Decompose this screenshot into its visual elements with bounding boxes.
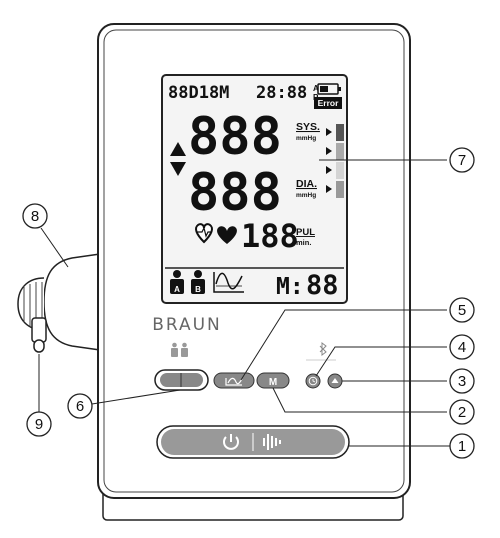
systolic-value: 888 bbox=[188, 107, 282, 167]
user-a-icon bbox=[170, 270, 184, 294]
callout-4-label: 4 bbox=[458, 339, 466, 356]
bluetooth-icon bbox=[319, 342, 327, 356]
heart-icon bbox=[217, 226, 237, 244]
lcd-display: 88D18M 28:88 A P Error 888 888 SYS. mmHg… bbox=[161, 74, 348, 304]
callout-1-label: 1 bbox=[458, 438, 466, 455]
callout-5-label: 5 bbox=[458, 302, 466, 319]
sys-label: SYS. bbox=[296, 121, 320, 133]
callout-markers bbox=[22, 147, 475, 459]
memory-label: M: bbox=[276, 274, 304, 300]
callout-8 bbox=[22, 203, 48, 229]
dia-label: DIA. bbox=[296, 178, 317, 190]
error-indicator bbox=[314, 97, 342, 109]
error-label: Error bbox=[318, 98, 339, 108]
start-stop-button[interactable] bbox=[156, 425, 350, 459]
arrow-up-icon bbox=[170, 142, 186, 156]
callout-3-label: 3 bbox=[458, 373, 466, 390]
lcd-date: 88D18M bbox=[168, 83, 229, 103]
power-icon bbox=[223, 436, 239, 450]
user-a-label: A bbox=[174, 285, 180, 294]
pul-unit: min. bbox=[296, 238, 311, 247]
pul-label: PUL bbox=[296, 227, 315, 238]
battery-icon bbox=[317, 83, 341, 95]
user-b-label: B bbox=[195, 285, 201, 294]
callout-6 bbox=[67, 393, 93, 419]
callout-5 bbox=[449, 297, 475, 323]
cuff-connector bbox=[17, 253, 101, 353]
callout-3 bbox=[449, 368, 475, 394]
callout-2-label: 2 bbox=[458, 404, 466, 421]
callout-6-label: 6 bbox=[76, 398, 84, 415]
time-button[interactable] bbox=[305, 373, 321, 389]
classification-bar bbox=[336, 124, 344, 198]
callout-7-label: 7 bbox=[458, 152, 466, 169]
dia-unit: mmHg bbox=[296, 192, 316, 199]
classification-pointers bbox=[326, 128, 332, 193]
user-select-button[interactable] bbox=[154, 369, 209, 391]
callout-1 bbox=[449, 433, 475, 459]
up-button[interactable] bbox=[327, 373, 343, 389]
lcd-time: 28:88 bbox=[256, 83, 307, 103]
callout-9-label: 9 bbox=[35, 416, 43, 433]
user-select-icon bbox=[171, 342, 188, 357]
callout-9 bbox=[26, 411, 52, 437]
user-b-icon bbox=[191, 270, 205, 294]
arrow-down-icon bbox=[170, 162, 186, 176]
brand-logo: BRAUN bbox=[152, 315, 222, 335]
heartbeat-wave-icon bbox=[263, 434, 281, 450]
callout-leaders bbox=[38, 159, 450, 447]
irregular-heartbeat-icon bbox=[195, 223, 213, 244]
callout-8-label: 8 bbox=[31, 208, 39, 225]
average-trend-icon bbox=[213, 272, 244, 293]
callout-2 bbox=[449, 399, 475, 425]
callout-7 bbox=[449, 147, 475, 173]
pulse-value: 188 bbox=[241, 217, 299, 255]
lcd-am-indicator: A bbox=[313, 84, 319, 93]
diastolic-value: 888 bbox=[188, 163, 282, 223]
callout-4 bbox=[449, 334, 475, 360]
memory-value: 88 bbox=[306, 270, 339, 301]
memory-button-label: M bbox=[269, 377, 277, 388]
sys-unit: mmHg bbox=[296, 135, 316, 142]
average-button[interactable] bbox=[213, 372, 255, 389]
